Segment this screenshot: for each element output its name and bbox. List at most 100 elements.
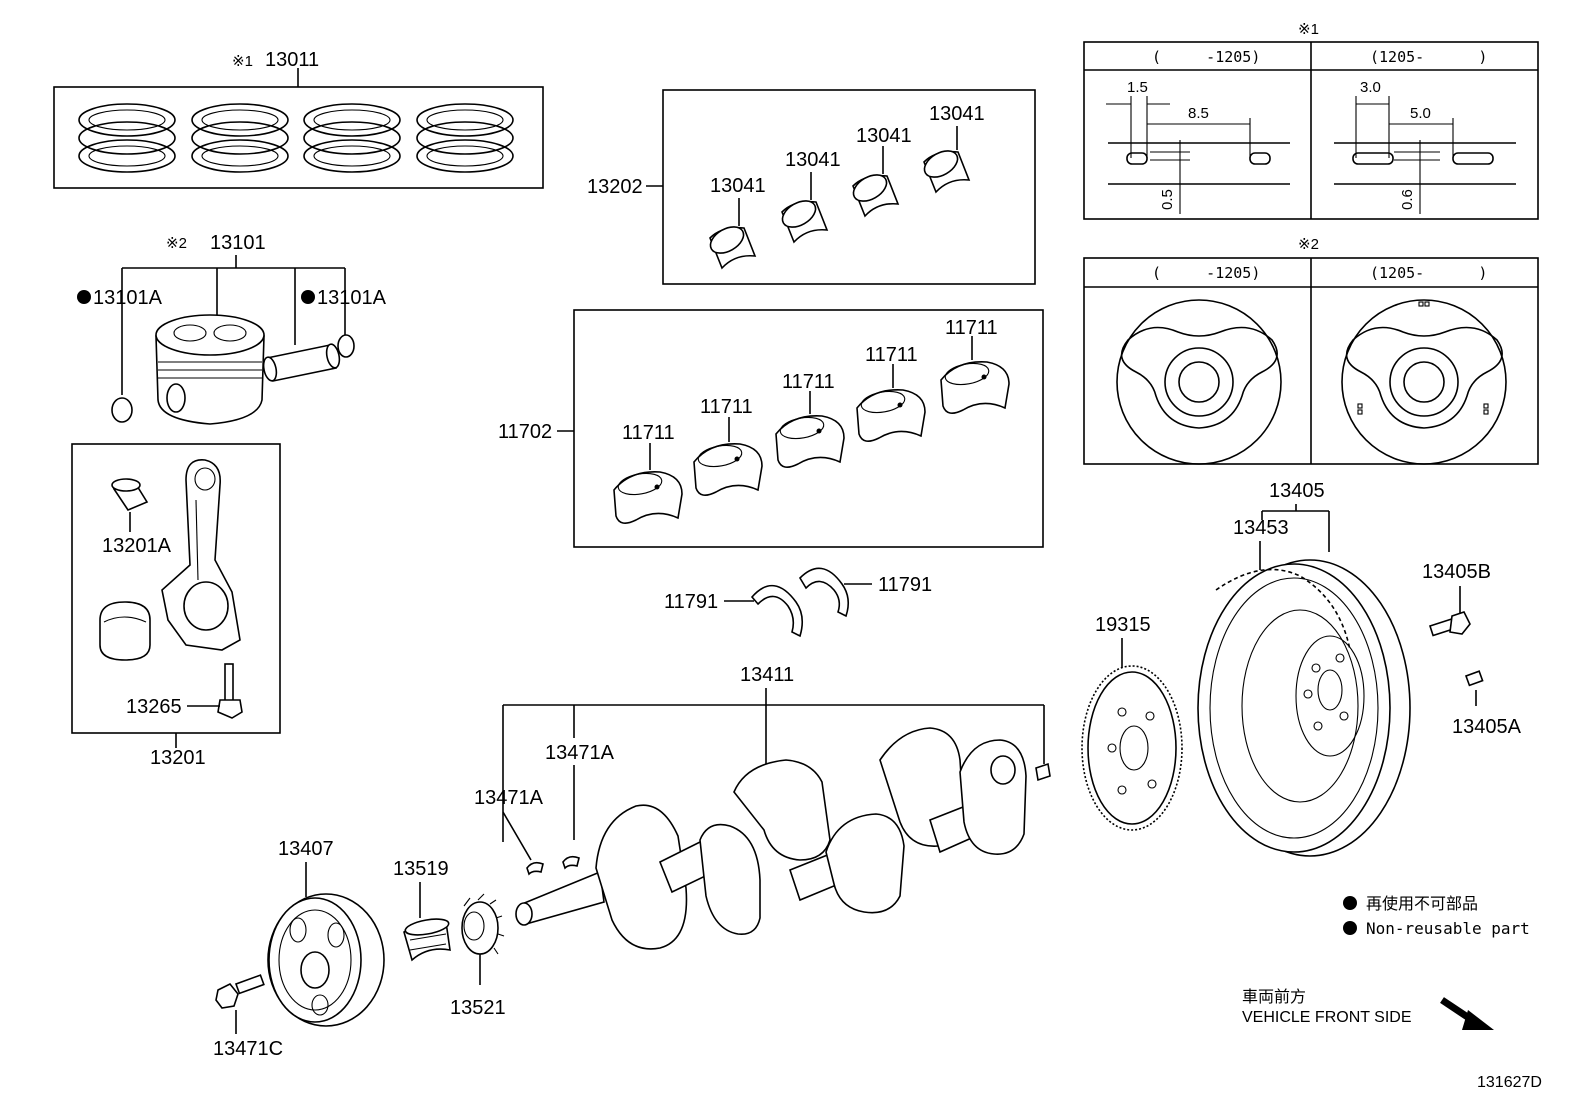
signal-rotor bbox=[1081, 665, 1183, 831]
front-jp: 車両前方 bbox=[1242, 988, 1306, 1006]
rod-bolt-label[interactable]: 13265 bbox=[126, 696, 182, 718]
legend: 再使用不可部品 Non-reusable part bbox=[1343, 895, 1530, 938]
flywheel-group: 13405 13453 13405B bbox=[1197, 480, 1522, 857]
front-en: VEHICLE FRONT SIDE bbox=[1242, 1009, 1412, 1026]
ring-stack-2 bbox=[191, 103, 289, 173]
detail1-col1-dim-c: 0.5 bbox=[1159, 189, 1176, 210]
rod-bearing-half bbox=[99, 601, 151, 661]
vehicle-front-indicator: 車両前方 VEHICLE FRONT SIDE bbox=[1242, 988, 1494, 1030]
crank-end-pin bbox=[1035, 762, 1051, 782]
rod-bearing-set-label[interactable]: 13202 bbox=[587, 176, 643, 198]
detail1-col2-drawing: 3.0 5.0 0.6 bbox=[1334, 79, 1516, 214]
legend-dot-jp bbox=[1343, 896, 1357, 910]
main-bearing-label-4[interactable]: 11711 bbox=[865, 344, 918, 366]
flywheel-label[interactable]: 13405 bbox=[1269, 480, 1325, 502]
rod-bushing bbox=[111, 478, 149, 511]
detail1-col1-header: ( -1205) bbox=[1152, 48, 1260, 66]
rod-bearing-4 bbox=[923, 150, 971, 194]
timing-gear-key bbox=[403, 918, 451, 962]
main-bearing-1 bbox=[613, 471, 683, 524]
main-bearing-4 bbox=[856, 389, 926, 442]
rod-bearing-label-4[interactable]: 13041 bbox=[929, 103, 985, 125]
signal-rotor-label[interactable]: 19315 bbox=[1095, 614, 1151, 636]
detail1-col2-dim-c: 0.6 bbox=[1399, 189, 1416, 210]
ring-gear-label[interactable]: 13453 bbox=[1233, 517, 1289, 539]
crank-key-2 bbox=[562, 855, 580, 870]
main-bearing-label-1[interactable]: 11711 bbox=[622, 422, 675, 444]
detail1-col1-drawing: 1.5 8.5 0.5 bbox=[1106, 79, 1290, 214]
detail1-col2-dim-a: 3.0 bbox=[1360, 79, 1381, 96]
detail1-mark: ※1 bbox=[1298, 21, 1319, 38]
main-bearing-2 bbox=[693, 443, 763, 496]
main-bearing-set: 11702 11711 bbox=[498, 309, 1044, 548]
detail2-col1-header: ( -1205) bbox=[1152, 264, 1260, 282]
thrust-washer-label-left[interactable]: 11791 bbox=[664, 591, 718, 613]
piston-pin bbox=[262, 343, 341, 382]
legend-en: Non-reusable part bbox=[1366, 919, 1530, 938]
crank-pulley-bolt bbox=[215, 974, 265, 1009]
main-bearing-set-label[interactable]: 11702 bbox=[498, 421, 552, 443]
rod-bolt bbox=[217, 663, 243, 719]
ring-set-note-mark: ※1 bbox=[232, 53, 253, 70]
thrust-washers: 11791 11791 bbox=[664, 567, 932, 638]
rod-bearing-1 bbox=[709, 226, 757, 270]
main-bearing-5 bbox=[940, 361, 1010, 414]
piston-ring-set: ※1 13011 bbox=[53, 49, 544, 189]
timing-gear-key-label[interactable]: 13519 bbox=[393, 858, 449, 880]
snap-ring-right bbox=[337, 334, 355, 358]
flywheel-bolt bbox=[1428, 611, 1471, 637]
piston-note-mark: ※2 bbox=[166, 235, 187, 252]
detail1-col1-dim-b: 8.5 bbox=[1188, 105, 1209, 122]
detail-piston-top-table: ※2 ( -1205) (1205- ) bbox=[1083, 236, 1539, 465]
detail2-col2-header: (1205- ) bbox=[1370, 264, 1487, 282]
rod-bearing-label-1[interactable]: 13041 bbox=[710, 175, 766, 197]
piston bbox=[155, 314, 265, 425]
legend-dot-en bbox=[1343, 921, 1357, 935]
ring-set-label[interactable]: 13011 bbox=[265, 49, 319, 71]
main-bearing-label-5[interactable]: 11711 bbox=[945, 317, 998, 339]
main-bearing-label-2[interactable]: 11711 bbox=[700, 396, 753, 418]
crank-key-label-upper[interactable]: 13471A bbox=[545, 742, 615, 764]
non-reusable-dot-left bbox=[77, 290, 91, 304]
crankshaft-assembly: 13411 13471A 13471A bbox=[474, 664, 1051, 950]
crank-pulley-label[interactable]: 13407 bbox=[278, 838, 334, 860]
detail1-col2-header: (1205- ) bbox=[1370, 48, 1487, 66]
connecting-rod bbox=[161, 459, 241, 651]
crank-pulley-bolt-label[interactable]: 13471C bbox=[213, 1038, 283, 1060]
crank-timing-gear bbox=[461, 893, 505, 955]
crankshaft-label[interactable]: 13411 bbox=[740, 664, 794, 686]
detail2-mark: ※2 bbox=[1298, 236, 1319, 253]
rod-bearing-set: 13202 13041 13041 13041 13041 bbox=[587, 89, 1036, 285]
main-bearing-label-3[interactable]: 11711 bbox=[782, 371, 835, 393]
detail1-col1-dim-a: 1.5 bbox=[1127, 79, 1148, 96]
rod-bearing-3 bbox=[852, 174, 900, 218]
rod-bushing-label[interactable]: 13201A bbox=[102, 535, 172, 557]
flywheel-pin bbox=[1464, 670, 1484, 687]
figure-id: 131627D bbox=[1477, 1074, 1542, 1091]
rod-bearing-label-2[interactable]: 13041 bbox=[785, 149, 841, 171]
piston-label[interactable]: 13101 bbox=[210, 232, 266, 254]
crankshaft bbox=[515, 727, 1051, 950]
crank-key-label-lower[interactable]: 13471A bbox=[474, 787, 544, 809]
non-reusable-dot-right bbox=[301, 290, 315, 304]
crank-key-1 bbox=[526, 861, 544, 876]
front-arrow-icon bbox=[1440, 997, 1494, 1030]
piston-sub-assembly: ※2 13101 13101A 13101A bbox=[77, 232, 387, 425]
ring-stack-3 bbox=[303, 103, 401, 173]
snap-ring-left-label[interactable]: 13101A bbox=[93, 287, 163, 309]
detail-ring-gap-table: ※1 ( -1205) (1205- ) 1.5 8.5 0.5 bbox=[1083, 21, 1539, 220]
snap-ring-right-label[interactable]: 13101A bbox=[317, 287, 387, 309]
rod-bearing-label-3[interactable]: 13041 bbox=[856, 125, 912, 147]
ring-stack-4 bbox=[416, 103, 514, 173]
signal-rotor-group: 19315 bbox=[1081, 614, 1183, 831]
crank-timing-gear-label[interactable]: 13521 bbox=[450, 997, 506, 1019]
main-bearing-3 bbox=[775, 415, 845, 468]
flywheel-bolt-label[interactable]: 13405B bbox=[1422, 561, 1491, 583]
thrust-washer-label-right[interactable]: 11791 bbox=[878, 574, 932, 596]
rod-set-label[interactable]: 13201 bbox=[150, 747, 206, 769]
detail1-col2-dim-b: 5.0 bbox=[1410, 105, 1431, 122]
flywheel-pin-label[interactable]: 13405A bbox=[1452, 716, 1522, 738]
snap-ring-left bbox=[111, 397, 133, 423]
crank-pulley bbox=[267, 893, 385, 1027]
